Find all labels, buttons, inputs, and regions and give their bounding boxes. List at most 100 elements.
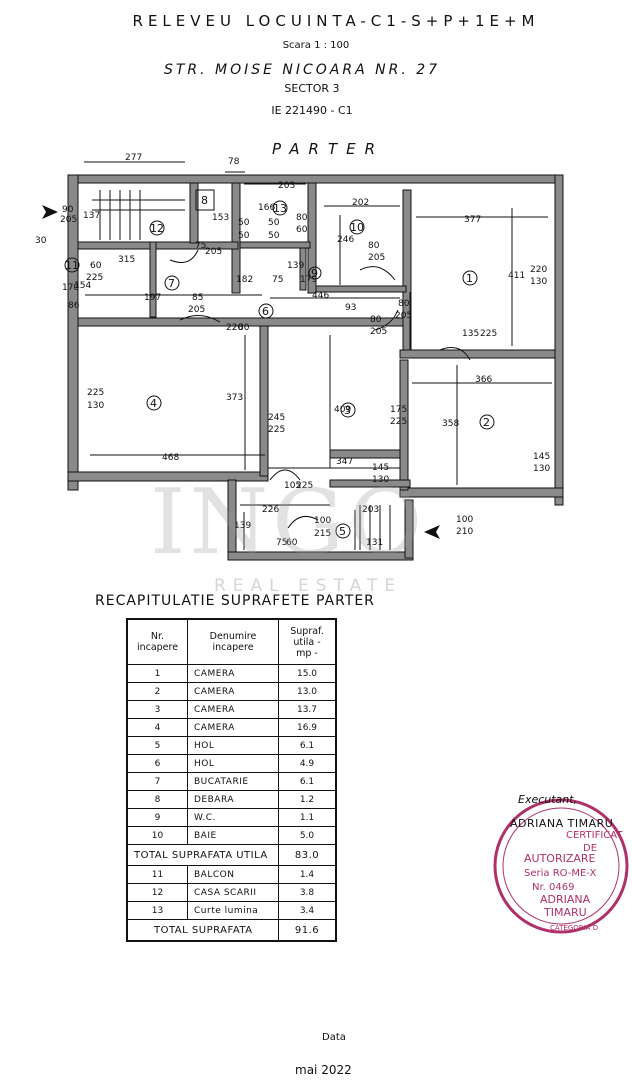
- dim-label: 80: [296, 213, 308, 223]
- dim-label: 80: [368, 241, 380, 251]
- stamp-line: ADRIANA: [540, 893, 591, 906]
- dim-label: 182: [236, 275, 253, 285]
- table-row: 6 HOL 4.9: [126, 754, 337, 773]
- stamp-line: AUTORIZARE: [524, 852, 596, 865]
- cell-name: DEBARA: [187, 790, 279, 809]
- room-number: 10: [350, 221, 364, 234]
- cell-nr: 3: [126, 700, 188, 719]
- dim-label: 377: [464, 215, 481, 225]
- cell-area: 6.1: [278, 736, 337, 755]
- total-useful-row: TOTAL SUPRAFATA UTILA 83.0: [126, 844, 337, 866]
- dim-label: 166: [258, 203, 275, 213]
- dim-label: 85: [192, 293, 203, 303]
- total-useful-label: TOTAL SUPRAFATA UTILA: [126, 844, 279, 866]
- cell-nr: 1: [126, 664, 188, 683]
- dim-label: 90: [62, 205, 74, 215]
- dim-label: 60: [286, 538, 298, 548]
- plan-walls: [67, 174, 564, 561]
- dim-label: 215: [314, 529, 331, 539]
- cell-nr: 11: [126, 865, 188, 884]
- cell-area: 6.1: [278, 772, 337, 791]
- ie-number: IE 221490 - C1: [271, 104, 353, 117]
- cell-name: HOL: [187, 754, 279, 773]
- cell-area: 4.9: [278, 754, 337, 773]
- total-row: TOTAL SUPRAFATA 91.6: [126, 919, 337, 942]
- dim-label: 130: [372, 475, 389, 485]
- dim-label: 131: [366, 538, 383, 548]
- table-row: 3 CAMERA 13.7: [126, 700, 337, 719]
- table-row: 9 W.C. 1.1: [126, 808, 337, 827]
- dim-label: 75: [272, 275, 283, 285]
- dim-label: 50: [238, 218, 250, 228]
- room-number: 12: [150, 222, 164, 235]
- dim-label: 245: [268, 413, 285, 423]
- scale-label: Scara 1 : 100: [282, 40, 350, 51]
- cell-nr: 5: [126, 736, 188, 755]
- date-label: Data: [322, 1032, 346, 1043]
- dim-label: 225: [296, 481, 313, 491]
- dim-label: 50: [268, 231, 280, 241]
- stamp-line: Nr. 0469: [532, 882, 574, 893]
- entrance-arrow-icon: [42, 205, 440, 539]
- watermark-logo: INGO: [150, 470, 426, 575]
- cell-nr: 10: [126, 826, 188, 845]
- dim-label: 130: [530, 277, 547, 287]
- authorization-stamp: CERTIFICAT DE AUTORIZARE Seria RO-ME-X N…: [493, 798, 629, 934]
- dim-label: 130: [533, 464, 550, 474]
- dim-label: 75: [195, 241, 206, 251]
- dim-label: 468: [162, 453, 179, 463]
- dim-label: 315: [118, 255, 135, 265]
- cell-name: CASA SCARII: [187, 883, 279, 902]
- executant-name: ADRIANA TIMARU: [510, 817, 614, 830]
- room-number: 3: [344, 404, 351, 417]
- dim-label: 203: [278, 181, 295, 191]
- cell-name: CAMERA: [187, 682, 279, 701]
- cell-area: 15.0: [278, 664, 337, 683]
- dim-label: 153: [212, 213, 229, 223]
- room-number: 9: [311, 267, 318, 280]
- dim-label: 409: [334, 405, 351, 415]
- dim-label: 179: [300, 275, 317, 285]
- dim-label: 225: [480, 329, 497, 339]
- dim-label: 145: [372, 463, 389, 473]
- header-name: Denumire incapere: [187, 618, 279, 665]
- dim-label: 358: [442, 419, 459, 429]
- cell-area: 5.0: [278, 826, 337, 845]
- dim-label: 154: [74, 281, 91, 291]
- room-number: 11: [65, 259, 79, 272]
- cell-nr: 12: [126, 883, 188, 902]
- dim-label: 225: [86, 273, 103, 283]
- dim-label: 205: [370, 327, 387, 337]
- stamp-line: CATEGORIA D: [550, 924, 598, 932]
- cell-name: BALCON: [187, 865, 279, 884]
- dim-label: 225: [268, 425, 285, 435]
- dim-label: 205: [395, 311, 412, 321]
- cell-area: 13.0: [278, 682, 337, 701]
- dim-label: 86: [68, 301, 80, 311]
- dim-label: 205: [60, 215, 77, 225]
- dim-label: 60: [296, 225, 308, 235]
- floor-label: PARTER: [272, 140, 385, 158]
- table-header-row: Nr. incapere Denumire incapere Supraf. u…: [126, 618, 337, 665]
- dim-label: 205: [368, 253, 385, 263]
- dim-label: 347: [336, 457, 353, 467]
- dim-label: 202: [352, 198, 369, 208]
- cell-name: CAMERA: [187, 718, 279, 737]
- table-row: 10 BAIE 5.0: [126, 826, 337, 845]
- table-row: 5 HOL 6.1: [126, 736, 337, 755]
- total-value: 91.6: [278, 919, 337, 942]
- area-summary-table: Nr. incapere Denumire incapere Supraf. u…: [126, 618, 337, 942]
- dim-label: 100: [456, 515, 473, 525]
- dim-label: 210: [456, 527, 473, 537]
- table-row: 12 CASA SCARII 3.8: [126, 883, 337, 902]
- dim-label: 93: [345, 303, 356, 313]
- plan-dimensions: 277 78 203 202 377 90 205 137 30 153 166…: [35, 153, 550, 548]
- dim-label: 78: [228, 157, 240, 167]
- header-nr: Nr. incapere: [126, 618, 188, 665]
- dim-label: 137: [83, 211, 100, 221]
- room-number: 6: [262, 305, 269, 318]
- cell-area: 1.2: [278, 790, 337, 809]
- cell-nr: 9: [126, 808, 188, 827]
- dim-label: 366: [475, 375, 492, 385]
- cell-name: Curte lumina: [187, 901, 279, 920]
